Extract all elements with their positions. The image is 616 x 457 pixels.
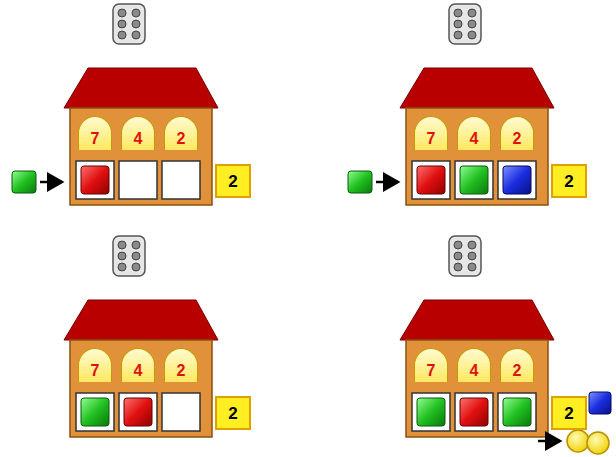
house-panel — [400, 236, 554, 437]
window-number: 4 — [470, 363, 479, 379]
window-number: 4 — [470, 131, 479, 147]
green-cube — [81, 398, 109, 426]
house-window: 2 — [500, 348, 534, 382]
green-cube — [460, 166, 488, 194]
red-cube — [460, 398, 488, 426]
window-number: 2 — [177, 363, 186, 379]
window-number: 2 — [177, 131, 186, 147]
window-number: 4 — [134, 363, 143, 379]
payout-arrow — [538, 440, 560, 443]
score-number: 2 — [228, 405, 237, 422]
red-cube — [81, 166, 109, 194]
house-window: 4 — [457, 348, 491, 382]
house-window: 2 — [164, 348, 198, 382]
house-window: 2 — [164, 116, 198, 150]
house-panel — [64, 236, 218, 437]
window-number: 7 — [427, 131, 436, 147]
window-number: 7 — [91, 363, 100, 379]
house-window: 7 — [78, 116, 112, 150]
incoming-cube — [12, 171, 62, 193]
score-box: 2 — [215, 396, 251, 430]
coin — [587, 432, 609, 454]
house-panel — [64, 4, 218, 205]
score-number: 2 — [228, 173, 237, 190]
window-number: 2 — [513, 131, 522, 147]
score-number: 2 — [564, 173, 573, 190]
house-window: 4 — [457, 116, 491, 150]
house-window: 7 — [78, 348, 112, 382]
blue-cube — [503, 166, 531, 194]
window-number: 4 — [134, 131, 143, 147]
red-cube — [417, 166, 445, 194]
house-window: 7 — [414, 348, 448, 382]
score-box: 2 — [551, 396, 587, 430]
house-window: 7 — [414, 116, 448, 150]
incoming-cube — [348, 171, 398, 193]
house-window: 4 — [121, 116, 155, 150]
green-cube — [503, 398, 531, 426]
score-box: 2 — [215, 164, 251, 198]
green-cube — [417, 398, 445, 426]
coin — [567, 430, 589, 452]
window-number: 7 — [427, 363, 436, 379]
house-window: 4 — [121, 348, 155, 382]
score-number: 2 — [564, 405, 573, 422]
score-box: 2 — [551, 164, 587, 198]
window-number: 7 — [91, 131, 100, 147]
house-window: 2 — [500, 116, 534, 150]
blue-cube — [589, 392, 611, 414]
red-cube — [124, 398, 152, 426]
window-number: 2 — [513, 363, 522, 379]
house-panel — [400, 4, 554, 205]
